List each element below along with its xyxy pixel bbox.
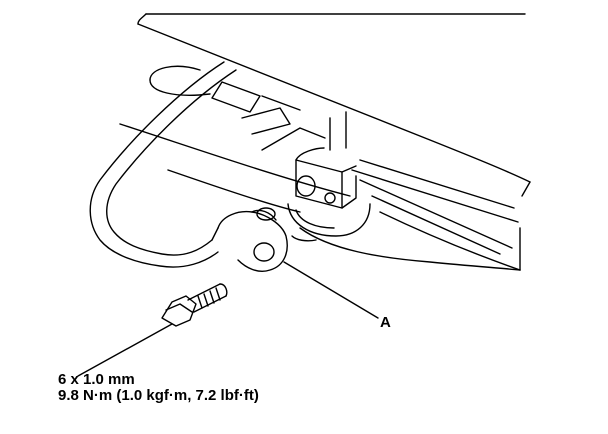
bolt-size-label: 6 x 1.0 mm [58, 371, 135, 388]
leader-line-a [283, 261, 379, 319]
clamp-bracket [211, 207, 288, 272]
underbody-slots [119, 81, 521, 271]
callout-a: A [380, 314, 391, 331]
leader-line-bolt [77, 323, 173, 377]
torque-value-label: 9.8 N·m (1.0 kgf·m, 7.2 lbf·ft) [58, 387, 259, 404]
bolt [161, 283, 228, 327]
body-panel [137, 13, 531, 271]
mount-bracket [287, 111, 521, 271]
brace-rod [89, 61, 237, 268]
torque-spec: 6 x 1.0 mm 9.8 N·m (1.0 kgf·m, 7.2 lbf·f… [58, 372, 259, 404]
